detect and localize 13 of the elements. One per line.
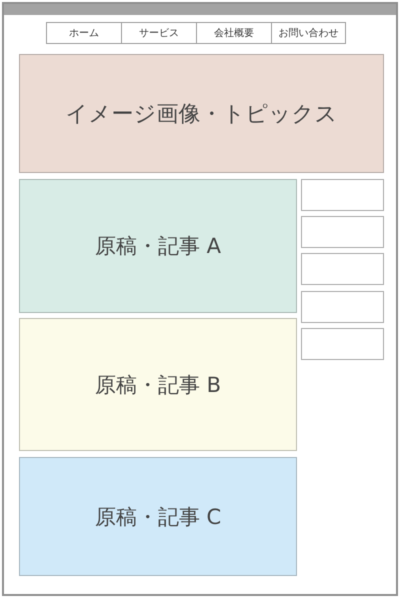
sidebar-box	[301, 328, 384, 360]
sidebar-box	[301, 179, 384, 211]
article-box: 原稿・記事 C	[19, 457, 297, 576]
article-box: 原稿・記事 A	[19, 179, 297, 313]
nav-tab: サービス	[121, 22, 197, 44]
article-box: 原稿・記事 B	[19, 318, 297, 451]
nav-tab: 会社概要	[196, 22, 272, 44]
nav-tab: ホーム	[46, 22, 122, 44]
sidebar-box	[301, 253, 384, 285]
banner-box: イメージ画像・トピックス	[19, 54, 384, 173]
sidebar-box	[301, 216, 384, 248]
nav-tab: お問い合わせ	[271, 22, 346, 44]
sidebar-box	[301, 291, 384, 323]
